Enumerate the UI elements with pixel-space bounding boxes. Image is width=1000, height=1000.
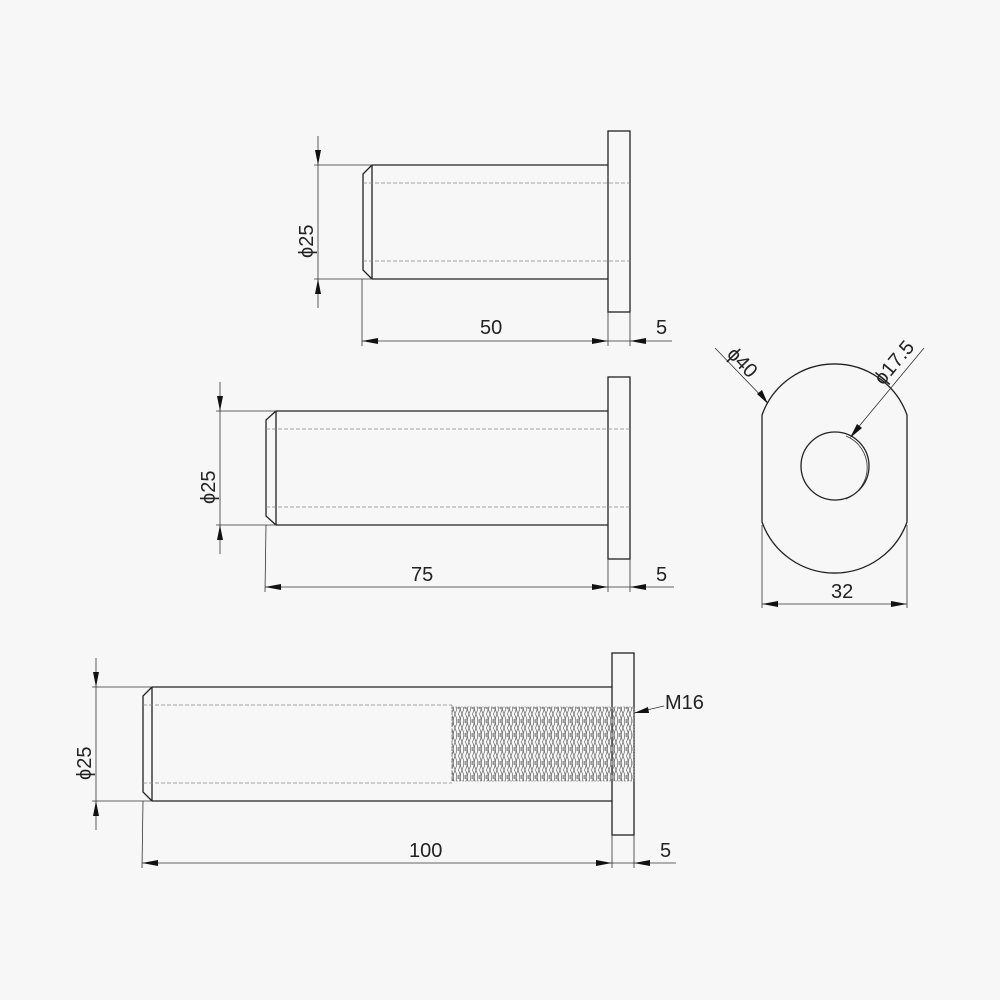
- pin-100-length-dimension: 100 5: [141, 800, 676, 869]
- outer-diameter-label: ϕ40: [722, 343, 761, 382]
- pin-50-body: [362, 164, 608, 280]
- pin-75-flange-label: 5: [656, 564, 667, 586]
- pin-100-body: [142, 686, 612, 802]
- flange-end-view: ϕ40 ϕ17.5 32: [714, 337, 925, 608]
- flange-bore-chamfer: [845, 435, 868, 500]
- pin-75-diameter-label: ϕ25: [198, 471, 220, 504]
- bore-diameter-dimension: ϕ17.5: [850, 337, 925, 438]
- width-label: 32: [831, 581, 853, 603]
- flange-bore-circle: [800, 431, 870, 501]
- thread-region: [451, 706, 635, 782]
- pin-75-diameter-dimension: ϕ25: [198, 382, 276, 554]
- pin-100-diameter-dimension: ϕ25: [74, 658, 152, 830]
- thread-callout: M16: [633, 692, 704, 714]
- pin-50-length-dimension: 50 5: [361, 279, 672, 346]
- pin-50-flange: [607, 130, 631, 313]
- flange-end-outline: [761, 363, 908, 574]
- pin-50-flange-label: 5: [656, 317, 667, 339]
- pin-50-view: ϕ25 50 5: [296, 130, 672, 346]
- pin-50-diameter-dimension: ϕ25: [296, 136, 372, 308]
- pin-50-length-label: 50: [480, 317, 502, 339]
- pin-100-length-label: 100: [409, 840, 442, 862]
- pin-100-flange-label: 5: [660, 840, 671, 862]
- pin-75-body: [265, 410, 608, 526]
- pin-75-length-label: 75: [411, 564, 433, 586]
- pin-75-flange: [607, 376, 631, 560]
- pin-50-diameter-label: ϕ25: [296, 225, 318, 258]
- pin-75-length-dimension: 75 5: [264, 524, 674, 593]
- thread-label: M16: [665, 692, 704, 714]
- width-dimension: 32: [761, 525, 908, 608]
- pin-75-view: ϕ25 75 5: [198, 376, 674, 593]
- pin-100-view: M16 ϕ25 100 5: [74, 652, 704, 869]
- outer-diameter-dimension: ϕ40: [714, 343, 768, 404]
- pin-100-diameter-label: ϕ25: [74, 747, 96, 780]
